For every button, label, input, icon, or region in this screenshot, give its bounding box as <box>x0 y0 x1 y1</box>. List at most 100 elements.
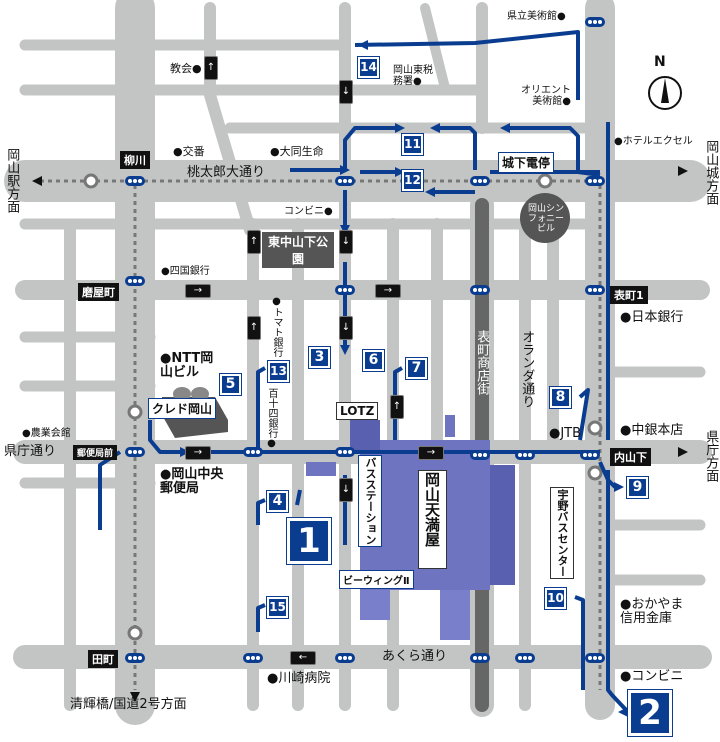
bus-stop-2[interactable]: 2 <box>627 689 673 737</box>
landmark-bewing: ビーウィングⅡ <box>339 570 414 589</box>
stop-tamachi[interactable]: 田町 <box>88 650 118 668</box>
bus-stop-15[interactable]: 15 <box>266 596 289 619</box>
one-way-left-icon: ← <box>290 651 316 665</box>
stop-yanagawa[interactable]: 柳川 <box>120 151 150 169</box>
east-arrow-icon <box>678 166 688 176</box>
stop-marker[interactable] <box>125 176 145 186</box>
route-arrowheads <box>180 40 628 717</box>
one-way-up-icon: ↑ <box>204 56 218 80</box>
kencho-direction: 県庁方面 <box>703 430 719 482</box>
stop-yubinkyokumae[interactable]: 郵便局前 <box>73 445 118 460</box>
stop-marker[interactable] <box>470 653 490 663</box>
landmark-tomato-bank: ●トマト銀行 <box>271 296 282 357</box>
landmark-kawasaki-hospital: ●川崎病院 <box>267 671 331 686</box>
stop-marker[interactable] <box>580 450 600 460</box>
landmark-tax-office: 岡山東税務署● <box>393 65 433 87</box>
stop-higashinakasange-koen[interactable]: 東中山下公園 <box>262 232 334 268</box>
landmark-okayama-shinkin: ●おかやま信用金庫 <box>620 597 684 627</box>
bus-stop-5[interactable]: 5 <box>219 373 242 396</box>
east-arrow-icon <box>678 447 688 457</box>
one-way-right-icon: → <box>375 284 401 298</box>
momotaro-odori-label: 桃太郎大通り <box>187 165 266 180</box>
stop-shiroshita[interactable]: 城下電停 <box>498 152 555 173</box>
south-arrow-icon <box>130 692 140 702</box>
landmark-daido-seimei: ●大同生命 <box>270 145 324 158</box>
stop-marker[interactable] <box>335 176 355 186</box>
okayama-castle-direction: 岡山城方面 <box>703 140 719 205</box>
bus-stop-4[interactable]: 4 <box>266 490 289 513</box>
stop-marker[interactable] <box>585 653 605 663</box>
oranda-dori-label: オランダ通り <box>519 330 535 408</box>
stop-marker[interactable] <box>515 653 535 663</box>
okayama-station-direction: 岡山駅方面 <box>4 148 20 213</box>
one-way-down-icon: ↓ <box>339 316 353 340</box>
stop-marker[interactable] <box>243 653 263 663</box>
compass-north-label: N <box>654 54 666 70</box>
stop-marker[interactable] <box>585 285 605 295</box>
stop-marker[interactable] <box>125 653 145 663</box>
bus-stop-12[interactable]: 12 <box>401 169 424 192</box>
one-way-up-icon: ↑ <box>247 230 261 254</box>
landmark-bank-of-japan: ●日本銀行 <box>620 310 684 325</box>
stop-marker[interactable] <box>470 285 490 295</box>
one-way-right-icon: → <box>185 284 211 298</box>
compass <box>648 76 682 110</box>
landmark-konbini-2: ●コンビニ <box>620 669 684 684</box>
stop-marker[interactable] <box>470 450 490 460</box>
bus-stop-7[interactable]: 7 <box>405 357 428 380</box>
landmark-hotel-excel: ●ホテルエクセル <box>614 136 693 147</box>
compass-icon <box>648 76 682 110</box>
akura-dori-label: あくら通り <box>382 649 448 664</box>
landmark-chugin-honten: ●中銀本店 <box>620 423 684 438</box>
landmark-konbini: コンビニ● <box>284 206 333 217</box>
landmark-central-post-office: ●岡山中央郵便局 <box>160 467 224 497</box>
bus-stop-8[interactable]: 8 <box>549 386 572 409</box>
landmark-symphony-building: 岡山シンフォニービル <box>527 204 564 234</box>
stop-omotecho1[interactable]: 表町1 <box>610 286 648 304</box>
west-arrow-icon <box>32 176 42 186</box>
seikibashi-direction: 清輝橋/国道2号方面 <box>70 697 187 712</box>
bus-stop-13[interactable]: 13 <box>267 360 290 383</box>
stop-marker[interactable] <box>470 176 490 186</box>
stop-marker[interactable] <box>125 276 145 286</box>
landmark-114-bank: 百十四銀行● <box>266 388 277 449</box>
stop-marker[interactable] <box>335 447 355 457</box>
bus-stop-9[interactable]: 9 <box>626 476 649 499</box>
stop-marker[interactable] <box>585 176 605 186</box>
bus-stop-14[interactable]: 14 <box>357 56 380 79</box>
stop-marker[interactable] <box>585 17 605 27</box>
one-way-right-icon: → <box>185 446 211 460</box>
stop-marker[interactable] <box>335 285 355 295</box>
landmark-shikoku-bank: ●四国銀行 <box>161 266 210 277</box>
landmark-lotz: LOTZ <box>336 402 379 420</box>
stop-marker[interactable] <box>515 450 535 460</box>
stop-marker[interactable] <box>125 447 145 457</box>
bus-routes <box>98 30 630 714</box>
one-way-up-icon: ↑ <box>247 316 261 340</box>
one-way-down-icon: ↓ <box>339 230 353 254</box>
one-way-down-icon: ↓ <box>339 478 353 502</box>
bus-stop-11[interactable]: 11 <box>401 133 424 156</box>
tram-stops <box>83 173 603 641</box>
landmark-bus-station: バスステーション <box>358 455 382 547</box>
bus-stop-1[interactable]: 1 <box>286 517 332 565</box>
landmark-ntt-building: ●NTT岡山ビル <box>160 351 214 381</box>
landmark-jtb: ●JTB <box>549 426 582 441</box>
landmark-kenritsu-museum: 県立美術館● <box>507 11 566 22</box>
tram-line <box>40 179 602 690</box>
bus-stop-10[interactable]: 10 <box>544 587 567 610</box>
stop-marker[interactable] <box>335 653 355 663</box>
bus-stop-6[interactable]: 6 <box>362 349 385 372</box>
kencho-dori-label: 県庁通り <box>4 444 57 459</box>
stop-togiyamachi[interactable]: 磨屋町 <box>78 283 119 301</box>
landmark-church: 教会● <box>170 62 202 75</box>
landmark-cred-okayama: クレド岡山 <box>148 398 217 419</box>
one-way-down-icon: ↓ <box>339 80 353 104</box>
landmark-koban: ●交番 <box>173 145 205 158</box>
landmark-nogyo-kaikan: ●農業会館 <box>22 428 71 439</box>
stop-marker[interactable] <box>243 447 263 457</box>
stop-uchisange[interactable]: 内山下 <box>610 448 651 466</box>
bus-stop-3[interactable]: 3 <box>308 346 331 369</box>
